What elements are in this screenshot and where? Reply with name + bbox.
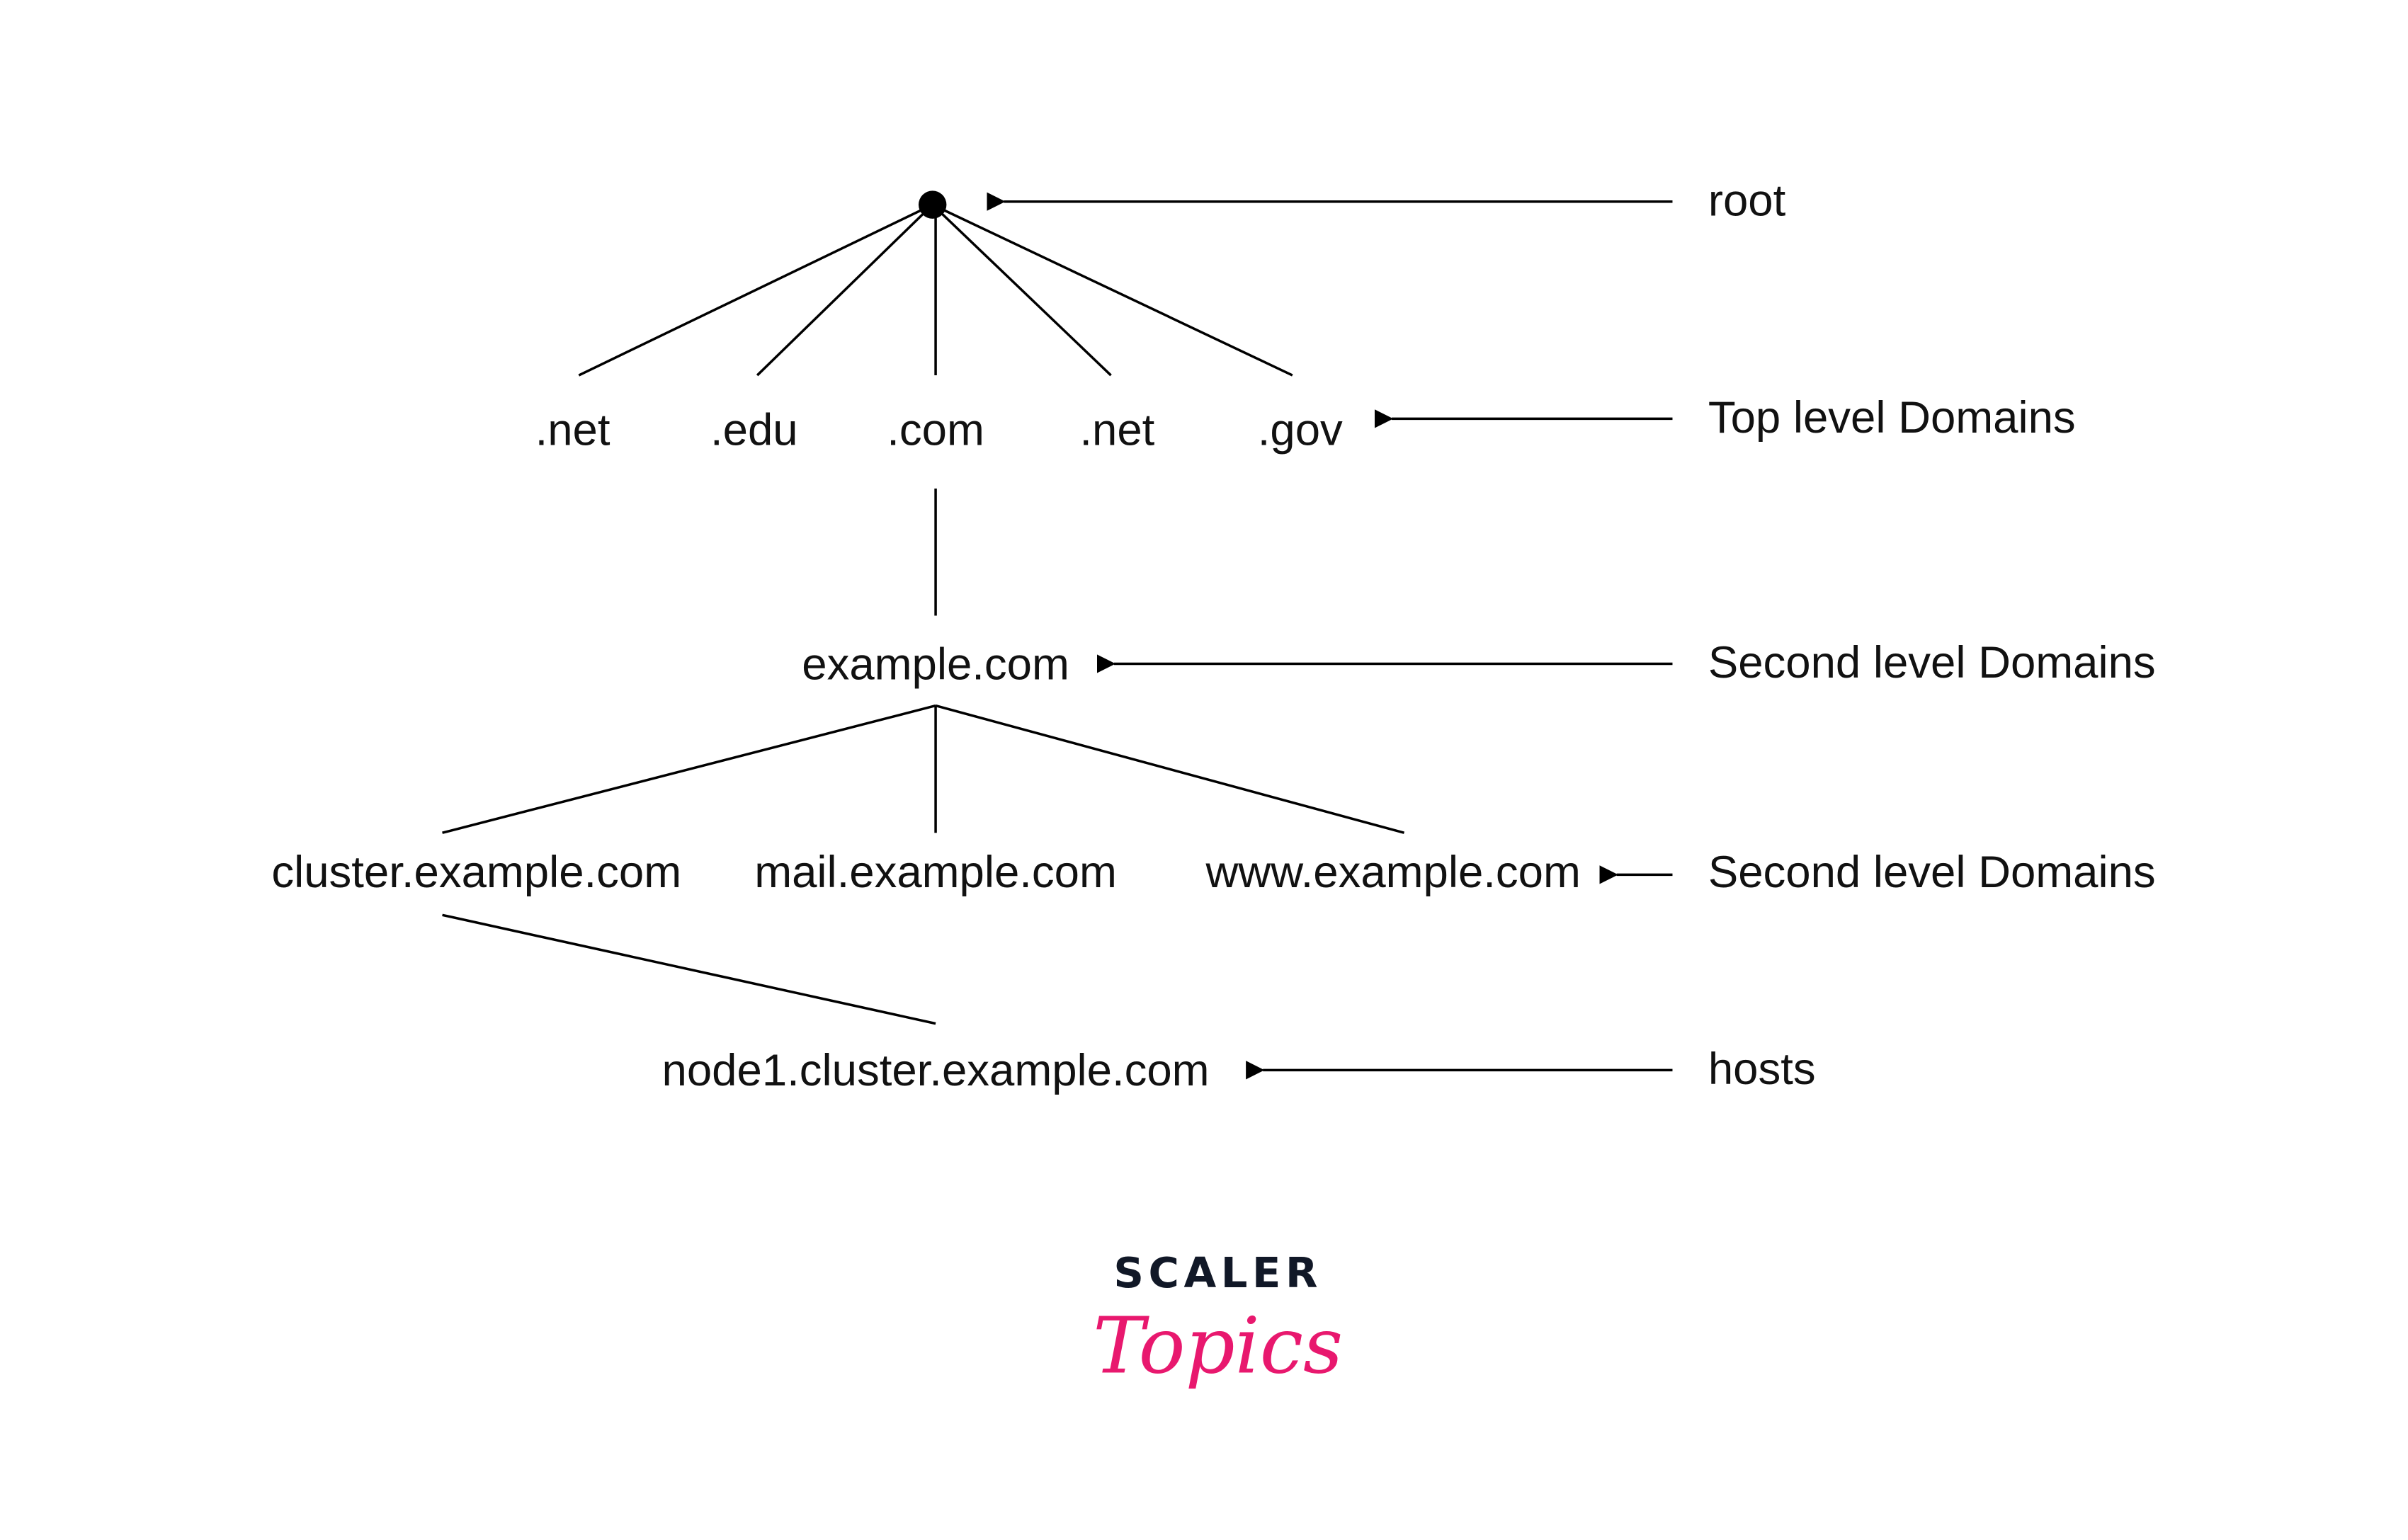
edge bbox=[756, 203, 933, 377]
subdomain-label: Second level Domains bbox=[1708, 848, 2156, 897]
subdomain-node: www.example.com bbox=[1205, 848, 1581, 897]
tld-node: .net bbox=[1079, 406, 1154, 455]
edge bbox=[931, 203, 1112, 377]
scaler-topics-logo: SCALER Topics bbox=[1093, 1248, 1343, 1391]
host-label: hosts bbox=[1708, 1044, 1816, 1094]
logo-topics-text: Topics bbox=[1093, 1300, 1343, 1391]
edge bbox=[442, 704, 936, 834]
logo-scaler-text: SCALER bbox=[1113, 1248, 1322, 1297]
subdomain-node: cluster.example.com bbox=[271, 848, 681, 897]
tld-node: .com bbox=[887, 406, 984, 455]
tld-node: .net bbox=[535, 406, 610, 455]
edge bbox=[442, 913, 936, 1025]
edge bbox=[578, 203, 933, 377]
root-edges bbox=[578, 203, 1293, 377]
root-label: root bbox=[1708, 176, 1786, 225]
tld-label: Top level Domains bbox=[1708, 393, 2076, 443]
tld-node: .gov bbox=[1258, 406, 1343, 455]
tld-node: .edu bbox=[710, 406, 798, 455]
subdomain-node: mail.example.com bbox=[754, 848, 1117, 897]
host-node: node1.cluster.example.com bbox=[662, 1046, 1210, 1095]
second-level-label: Second level Domains bbox=[1708, 638, 2156, 688]
edge bbox=[935, 704, 1405, 834]
second-level-node: example.com bbox=[802, 639, 1069, 689]
edge bbox=[931, 203, 1293, 377]
